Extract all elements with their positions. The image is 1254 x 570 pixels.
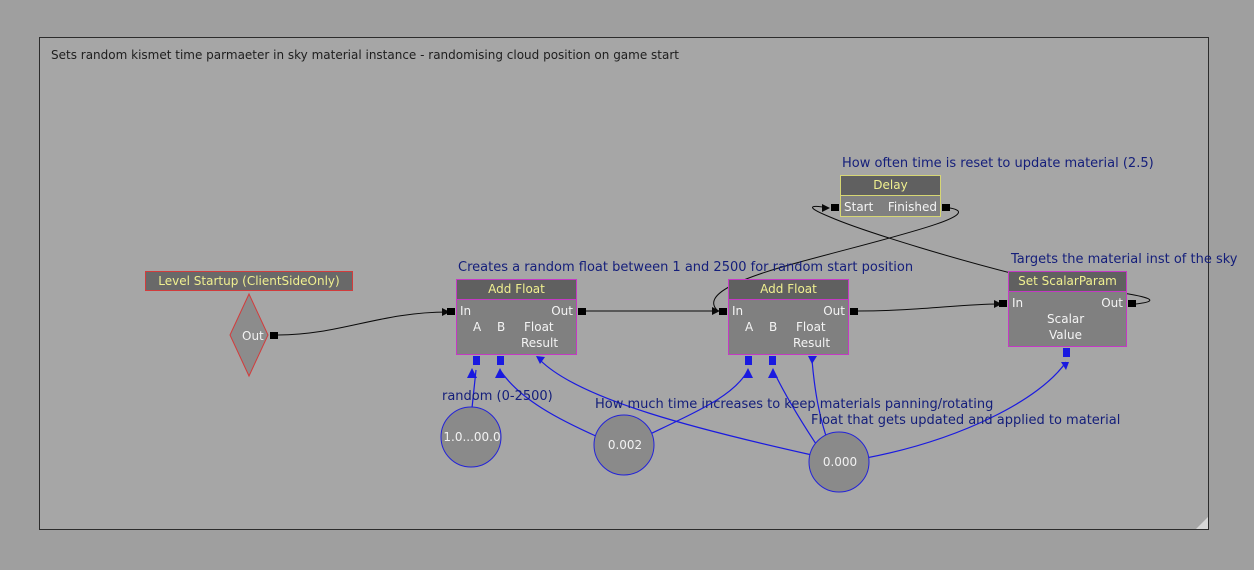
time-step-value: 0.002 (607, 438, 643, 452)
add-float-1-title: Add Float (457, 280, 576, 300)
time-step-variable[interactable] (593, 414, 657, 478)
delay-node[interactable]: Delay Start Finished (840, 175, 941, 217)
delay-finished-label: Finished (887, 200, 937, 214)
set-scalar-scalar-label: Scalar (1047, 312, 1085, 326)
random-float-variable[interactable] (440, 406, 504, 470)
level-startup-out-label: Out (242, 329, 264, 343)
add-float-node-2[interactable]: Add Float In Out A B Float Result (728, 279, 849, 355)
add-float-2-result-label: Result (793, 336, 831, 350)
resize-corner-handle[interactable] (1196, 517, 1208, 529)
add-float-2-in-label: In (732, 304, 744, 318)
set-scalar-in-label: In (1012, 296, 1024, 310)
add-float-node-1[interactable]: Add Float In Out A B Float Result (456, 279, 577, 355)
level-startup-diamond[interactable] (228, 292, 280, 380)
delay-start-label: Start (844, 200, 874, 214)
random-float-value: 1.0...00.0 (443, 430, 501, 444)
out-exec-connector (270, 332, 278, 339)
add-float-2-out-label: Out (823, 304, 845, 318)
level-startup-event[interactable]: Level Startup (ClientSideOnly) (145, 271, 353, 291)
add-float-2-a-label: A (745, 320, 754, 334)
delay-comment: How often time is reset to update materi… (842, 156, 1154, 171)
add-float-2-title: Add Float (729, 280, 848, 300)
set-scalar-comment: Targets the material inst of the sky (1011, 252, 1238, 267)
add-float-1-b-label: B (497, 320, 506, 334)
set-scalar-out-label: Out (1101, 296, 1123, 310)
add-float-1-a-label: A (473, 320, 482, 334)
add-float-2-float-label: Float (796, 320, 826, 334)
float-value-variable[interactable] (808, 431, 872, 495)
add-float-comment: Creates a random float between 1 and 250… (458, 260, 914, 275)
delay-title: Delay (841, 176, 940, 196)
float-value-value: 0.000 (822, 455, 858, 469)
set-scalar-title: Set ScalarParam (1009, 272, 1126, 292)
add-float-1-float-label: Float (524, 320, 554, 334)
add-float-1-in-label: In (460, 304, 472, 318)
set-scalar-value-label: Value (1049, 328, 1082, 342)
random-var-comment: random (0-2500) (442, 389, 553, 404)
add-float-1-result-label: Result (521, 336, 559, 350)
float-var-comment: Float that gets updated and applied to m… (811, 413, 1121, 428)
add-float-2-b-label: B (769, 320, 778, 334)
sequence-comment-text: Sets random kismet time parmaeter in sky… (51, 48, 679, 62)
time-var-comment: How much time increases to keep material… (595, 397, 994, 412)
add-float-1-out-label: Out (551, 304, 573, 318)
set-scalar-param-node[interactable]: Set ScalarParam In Out Scalar Value (1008, 271, 1127, 347)
